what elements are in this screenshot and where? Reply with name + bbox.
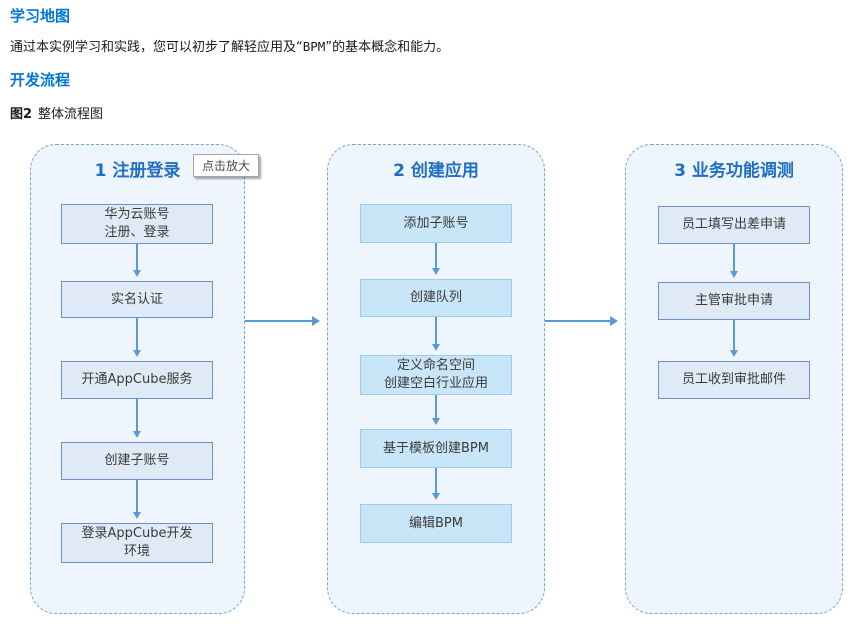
arrow-right-icon (545, 316, 618, 326)
arrow-down-icon (435, 317, 437, 348)
arrow-down-icon (435, 395, 437, 422)
section-heading-dev-process: 开发流程 (10, 71, 71, 89)
flow-step: 员工收到审批邮件 (658, 361, 810, 399)
column-title: 2 创建应用 (393, 161, 479, 181)
arrow-down-icon (136, 318, 138, 354)
arrow-down-icon (435, 243, 437, 272)
arrow-down-icon (136, 399, 138, 435)
arrow-down-icon (136, 244, 138, 274)
column-title: 3 业务功能调测 (674, 161, 794, 181)
flow-step: 员工填写出差申请 (658, 206, 810, 244)
figure-caption: 图2 整体流程图 (10, 103, 865, 122)
intro-text-prefix: 通过本实例学习和实践，您可以初步了解轻应用及“ (10, 40, 303, 55)
zoom-tooltip: 点击放大 (193, 154, 260, 177)
flow-step: 基于模板创建BPM (360, 429, 512, 468)
arrow-down-icon (136, 480, 138, 516)
arrow-right-icon (245, 316, 320, 326)
arrow-down-icon (733, 320, 735, 354)
flow-step: 添加子账号 (360, 204, 512, 243)
flow-step: 登录AppCube开发 环境 (61, 523, 213, 563)
arrow-down-icon (435, 468, 437, 497)
overall-flow-diagram[interactable]: 点击放大 1 注册登录 华为云账号 注册、登录 实名认证 开通AppCube服务… (0, 144, 865, 624)
figure-label: 图2 (10, 107, 33, 122)
flow-step: 定义命名空间 创建空白行业应用 (360, 355, 512, 395)
flow-step: 编辑BPM (360, 504, 512, 543)
intro-code-bpm: BPM (302, 39, 326, 54)
flow-step: 开通AppCube服务 (61, 361, 213, 399)
section-heading-learning-map: 学习地图 (10, 7, 71, 25)
doc-content: 学习地图 通过本实例学习和实践，您可以初步了解轻应用及“BPM”的基本概念和能力… (0, 0, 865, 122)
flow-step: 创建子账号 (61, 442, 213, 480)
flow-step: 华为云账号 注册、登录 (61, 204, 213, 244)
column-title: 1 注册登录 (94, 161, 181, 181)
flow-step: 实名认证 (61, 281, 213, 318)
flow-step: 主管审批申请 (658, 282, 810, 320)
intro-text-suffix: ”的基本概念和能力。 (325, 40, 450, 55)
intro-paragraph: 通过本实例学习和实践，您可以初步了解轻应用及“BPM”的基本概念和能力。 (10, 39, 865, 55)
flow-step: 创建队列 (360, 279, 512, 317)
arrow-down-icon (733, 244, 735, 275)
figure-caption-text: 整体流程图 (38, 107, 104, 122)
